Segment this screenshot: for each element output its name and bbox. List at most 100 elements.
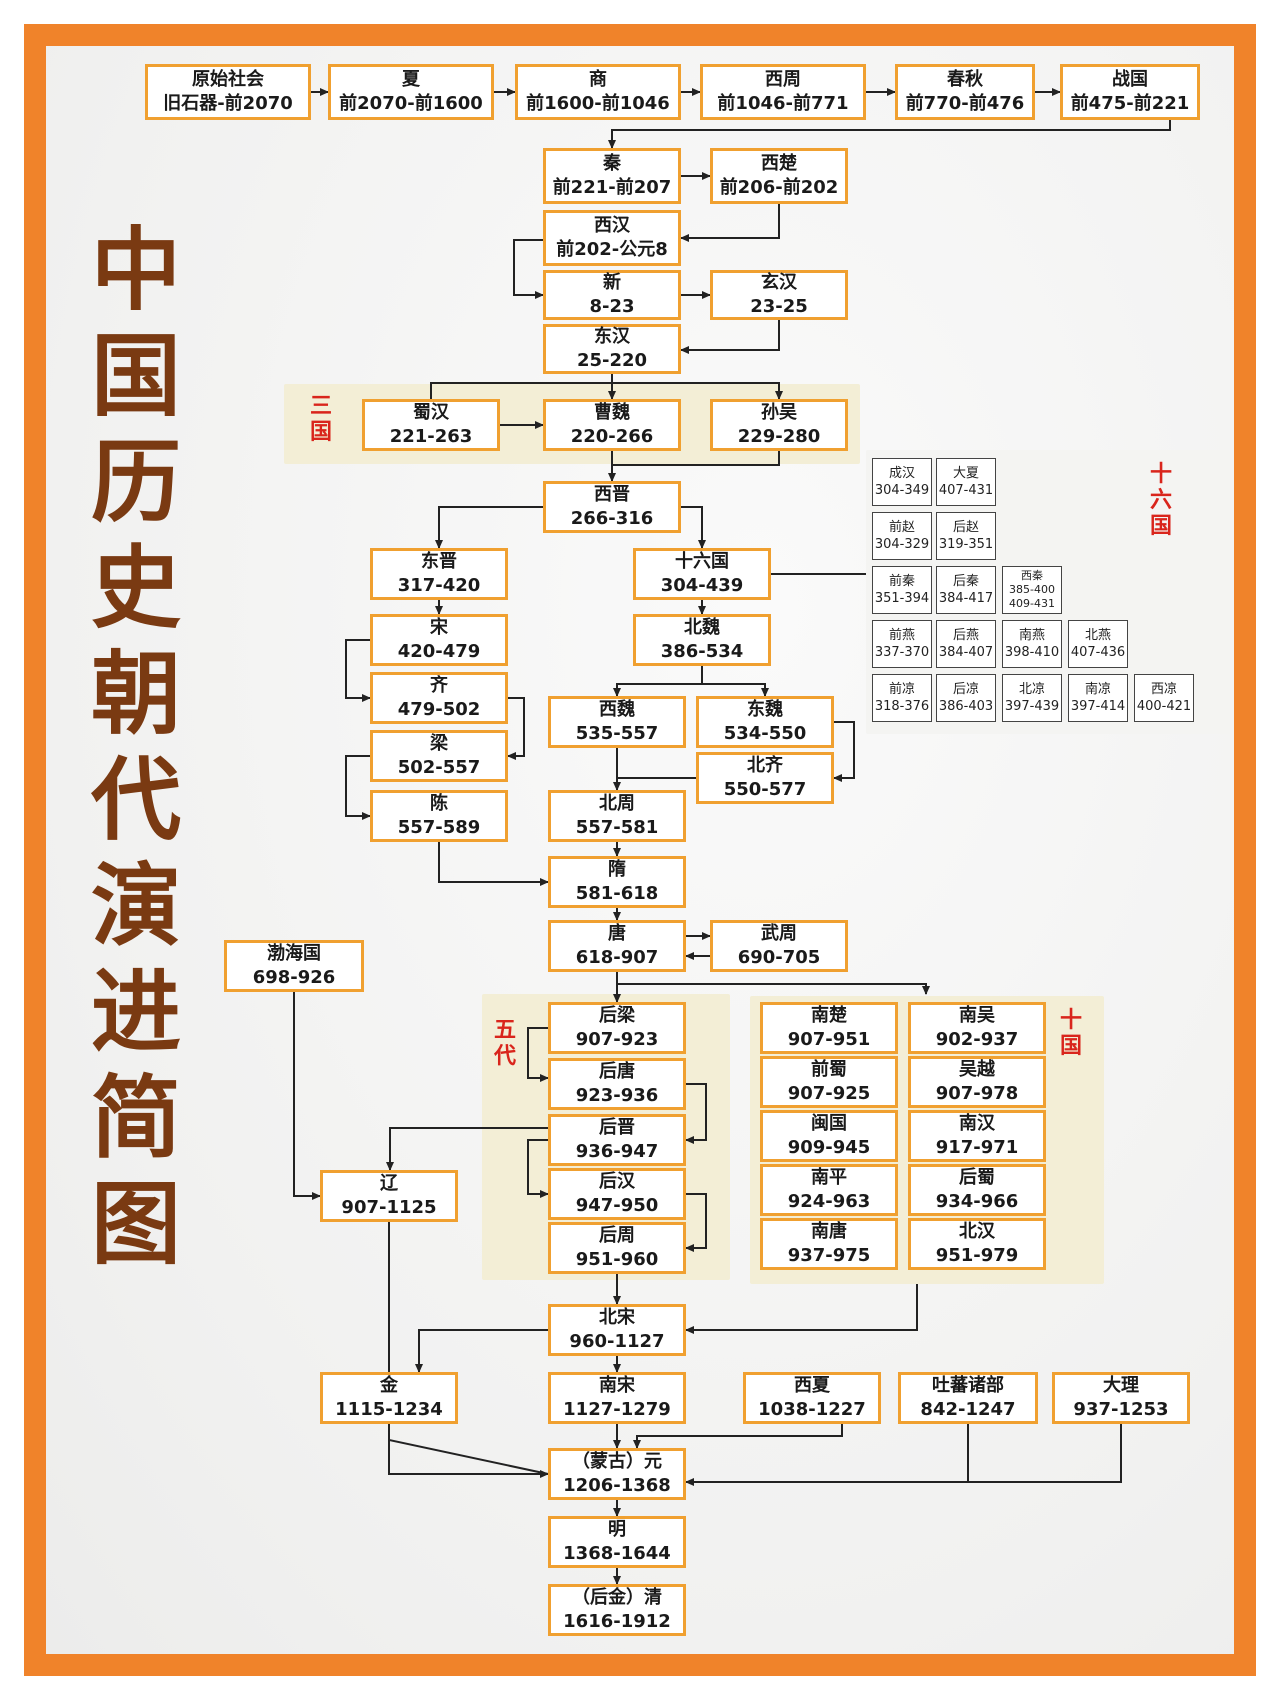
dynasty-name: 东魏: [747, 699, 783, 720]
dynasty-name: 陈: [430, 793, 448, 814]
state-years: 319-351: [938, 537, 994, 552]
dynasty-years: 937-975: [787, 1245, 871, 1266]
state-box: 前秦 351-394: [872, 566, 932, 614]
dynasty-name: 梁: [430, 733, 448, 754]
dynasty-name: 孙吴: [761, 402, 797, 423]
dynasty-box-tubo: 吐蕃诸部 842-1247: [898, 1372, 1038, 1424]
dynasty-years: 前221-前207: [552, 177, 672, 198]
dynasty-years: 535-557: [575, 723, 659, 744]
dynasty-name: 宋: [430, 617, 448, 638]
dynasty-years: 420-479: [397, 641, 481, 662]
dynasty-box-xihan: 西汉前202-公元8: [543, 210, 681, 266]
dynasty-name: 夏: [402, 69, 420, 90]
title-char: 简: [91, 1066, 181, 1171]
state-years: 409-431: [1009, 597, 1055, 610]
dynasty-name: 辽: [380, 1173, 398, 1194]
group-label-char: 代: [494, 1044, 517, 1069]
dynasty-name: 隋: [608, 859, 626, 880]
state-name: 后秦: [952, 574, 979, 589]
state-name: 北燕: [1084, 628, 1111, 643]
dynasty-name: 西魏: [599, 699, 635, 720]
shiguo-label: 十国: [1060, 1008, 1082, 1060]
dynasty-years: 266-316: [570, 508, 654, 529]
dynasty-years: 前1046-前771: [717, 93, 849, 114]
group-label-char: 十: [1150, 462, 1173, 487]
dynasty-name: 西夏: [794, 1375, 830, 1396]
wudai-label: 五代: [494, 1018, 516, 1070]
dynasty-years: 1368-1644: [563, 1543, 671, 1564]
dynasty-name: 闽国: [811, 1113, 847, 1134]
dynasty-name: 齐: [430, 675, 448, 696]
dynasty-years: 1616-1912: [563, 1611, 671, 1632]
dynasty-years: 1206-1368: [563, 1475, 671, 1496]
state-years: 397-414: [1070, 699, 1126, 714]
dynasty-years: 23-25: [750, 296, 808, 317]
state-name: 后燕: [952, 628, 979, 643]
title-char: 国: [91, 324, 181, 429]
dynasty-years: 951-960: [575, 1249, 659, 1270]
state-years: 398-410: [1004, 645, 1060, 660]
dynasty-years: 907-923: [575, 1029, 659, 1050]
dynasty-years: 902-937: [935, 1029, 1019, 1050]
state-years: 351-394: [874, 591, 930, 606]
dynasty-years: 618-907: [575, 947, 659, 968]
dynasty-years: 前206-前202: [719, 177, 839, 198]
state-years: 304-329: [874, 537, 930, 552]
dynasty-name: 西晋: [594, 484, 630, 505]
dynasty-name: 吴越: [959, 1059, 995, 1080]
shiliuguo-label: 十六国: [1150, 462, 1172, 540]
state-years: 337-370: [874, 645, 930, 660]
dynasty-name: 南唐: [811, 1221, 847, 1242]
dynasty-years: 960-1127: [569, 1331, 665, 1352]
dynasty-box-xijin: 西晋 266-316: [543, 481, 681, 533]
dynasty-years: 698-926: [252, 967, 336, 988]
dynasty-name: 吐蕃诸部: [932, 1375, 1004, 1396]
dynasty-box-song_s: 宋 420-479: [370, 614, 508, 666]
dynasty-name: 十六国: [675, 551, 729, 572]
dynasty-name: 武周: [761, 923, 797, 944]
state-name: 前赵: [888, 520, 915, 535]
dynasty-years: 前202-公元8: [556, 239, 668, 260]
dynasty-years: 502-557: [397, 757, 481, 778]
state-name: 前秦: [888, 574, 915, 589]
poster-title: 中国历史朝代演进简图: [80, 218, 192, 1278]
dynasty-name: 后唐: [599, 1061, 635, 1082]
dynasty-name: 北魏: [684, 617, 720, 638]
dynasty-years: 220-266: [570, 426, 654, 447]
dynasty-years: 1038-1227: [758, 1399, 866, 1420]
dynasty-name: 西周: [765, 69, 801, 90]
state-name: 大夏: [952, 466, 979, 481]
dynasty-name: 后汉: [599, 1171, 635, 1192]
dynasty-years: 690-705: [737, 947, 821, 968]
title-char: 图: [91, 1172, 181, 1277]
dynasty-name: 南汉: [959, 1113, 995, 1134]
dynasty-name: 北周: [599, 793, 635, 814]
dynasty-years: 229-280: [737, 426, 821, 447]
dynasty-name: 商: [589, 69, 607, 90]
dynasty-name: 春秋: [947, 69, 983, 90]
dynasty-name: 金: [380, 1375, 398, 1396]
dynasty-years: 842-1247: [920, 1399, 1016, 1420]
